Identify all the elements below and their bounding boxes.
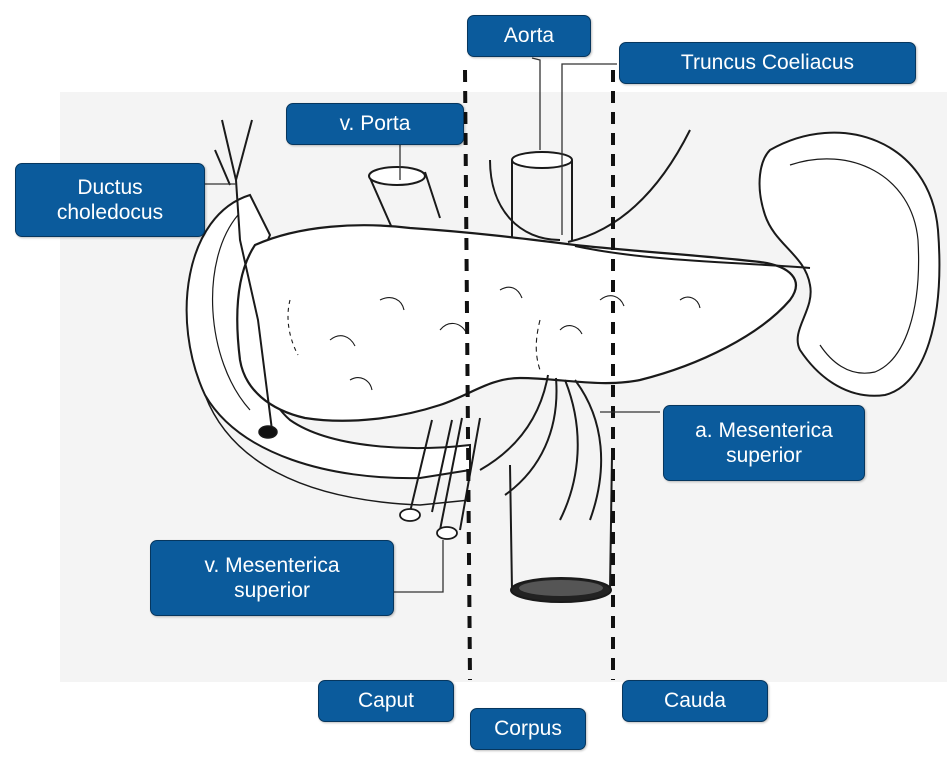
label-ductus-choledocus: Ductus choledocus xyxy=(15,163,205,237)
label-v-mesenterica-superior: v. Mesenterica superior xyxy=(150,540,394,616)
label-a-mesenterica-line2: superior xyxy=(726,443,802,468)
label-corpus: Corpus xyxy=(470,708,586,750)
label-aorta: Aorta xyxy=(467,15,591,57)
aorta-lower-opening-inner xyxy=(519,580,603,596)
ductus-choledocus-end xyxy=(259,426,277,438)
label-v-porta: v. Porta xyxy=(286,103,464,145)
label-cauda-text: Cauda xyxy=(664,688,726,713)
label-cauda: Cauda xyxy=(622,680,768,722)
label-caput: Caput xyxy=(318,680,454,722)
label-corpus-text: Corpus xyxy=(494,716,562,741)
label-v-mesenterica-line1: v. Mesenterica xyxy=(205,553,340,578)
label-truncus-coeliacus-text: Truncus Coeliacus xyxy=(681,50,854,75)
label-v-mesenterica-line2: superior xyxy=(234,578,310,603)
v-porta-top xyxy=(369,167,425,185)
label-v-porta-text: v. Porta xyxy=(340,111,411,136)
label-ductus-choledocus-line2: choledocus xyxy=(57,200,163,225)
label-ductus-choledocus-line1: Ductus xyxy=(77,175,142,200)
label-caput-text: Caput xyxy=(358,688,414,713)
label-aorta-text: Aorta xyxy=(504,23,554,48)
label-a-mesenterica-line1: a. Mesenterica xyxy=(695,418,833,443)
label-a-mesenterica-superior: a. Mesenterica superior xyxy=(663,405,865,481)
v-mesenterica-end-2 xyxy=(437,527,457,539)
label-truncus-coeliacus: Truncus Coeliacus xyxy=(619,42,916,84)
aorta-top xyxy=(512,152,572,168)
v-mesenterica-end-1 xyxy=(400,509,420,521)
